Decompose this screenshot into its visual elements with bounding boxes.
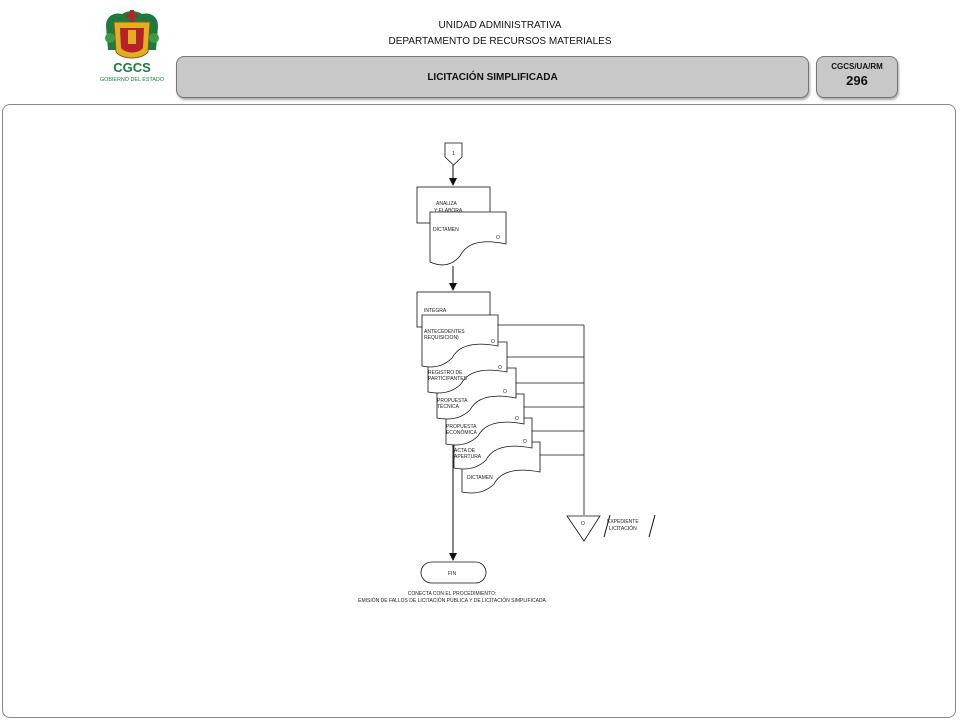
page-number: 296 bbox=[846, 73, 868, 88]
logo-acronym: CGCS bbox=[113, 60, 151, 75]
svg-text:PROPUESTA: PROPUESTA bbox=[446, 424, 477, 430]
document-antecedentes: ANTECEDENTES REQUISICION) O bbox=[421, 314, 499, 368]
department-title: DEPARTAMENTO DE RECURSOS MATERIALES bbox=[388, 36, 612, 47]
svg-text:O: O bbox=[503, 389, 507, 395]
svg-text:O: O bbox=[515, 416, 519, 422]
procedure-code: CGCS/UA/RM bbox=[831, 62, 883, 71]
procedure-title-bar: LICITACIÓN SIMPLIFICADA bbox=[176, 56, 809, 98]
svg-text:APERTURA: APERTURA bbox=[454, 454, 482, 460]
svg-text:INTEGRA: INTEGRA bbox=[424, 308, 447, 314]
code-box: CGCS/UA/RM 296 bbox=[816, 56, 898, 98]
svg-text:ANTECEDENTES: ANTECEDENTES bbox=[424, 329, 465, 335]
svg-text:LICITACIÓN: LICITACIÓN bbox=[609, 525, 637, 532]
diagram-frame bbox=[2, 104, 956, 718]
archive-triangle: O bbox=[566, 515, 601, 542]
svg-text:DICTAMEN: DICTAMEN bbox=[433, 227, 459, 233]
svg-text:O: O bbox=[523, 439, 527, 445]
government-logo: CGCS GOBIERNO DEL ESTADO bbox=[100, 10, 164, 83]
archive-label: EXPEDIENTE LICITACIÓN bbox=[603, 514, 656, 538]
svg-text:O: O bbox=[581, 521, 585, 527]
coat-of-arms-icon bbox=[105, 10, 159, 59]
svg-text:O: O bbox=[498, 365, 502, 371]
svg-text:PARTICIPANTES: PARTICIPANTES bbox=[428, 376, 468, 382]
offpage-connector-1: 1 bbox=[444, 142, 463, 166]
svg-text:REQUISICION): REQUISICION) bbox=[424, 335, 459, 341]
connection-note-procedure: EMISIÓN DE FALLOS DE LICITACIÓN PÚBLICA … bbox=[358, 597, 546, 604]
logo-subtitle: GOBIERNO DEL ESTADO bbox=[100, 77, 164, 83]
svg-text:EXPEDIENTE: EXPEDIENTE bbox=[607, 519, 639, 525]
document-dictamen: DICTAMEN O bbox=[429, 211, 507, 266]
archive-connectors bbox=[497, 324, 585, 515]
svg-text:FIN: FIN bbox=[448, 571, 456, 577]
svg-text:TÉCNICA: TÉCNICA bbox=[437, 403, 460, 410]
svg-text:O: O bbox=[491, 339, 495, 345]
svg-text:O: O bbox=[496, 235, 500, 241]
svg-text:PROPUESTA: PROPUESTA bbox=[437, 398, 468, 404]
end-terminator: FIN bbox=[420, 561, 487, 584]
svg-text:Y ELABORA: Y ELABORA bbox=[434, 208, 463, 214]
svg-text:ACTA DE: ACTA DE bbox=[454, 448, 476, 454]
svg-text:DICTAMEN: DICTAMEN bbox=[467, 475, 493, 481]
svg-text:ANALIZA: ANALIZA bbox=[436, 201, 458, 207]
procedure-title: LICITACIÓN SIMPLIFICADA bbox=[427, 71, 558, 83]
svg-text:ECONÓMICA: ECONÓMICA bbox=[446, 429, 478, 436]
connection-note-title: CONECTA CON EL PROCEDIMIENTO: bbox=[408, 591, 497, 597]
svg-text:REGISTRO DE: REGISTRO DE bbox=[428, 370, 463, 376]
unit-title: UNIDAD ADMINISTRATIVA bbox=[438, 20, 562, 31]
svg-text:1: 1 bbox=[452, 151, 455, 157]
